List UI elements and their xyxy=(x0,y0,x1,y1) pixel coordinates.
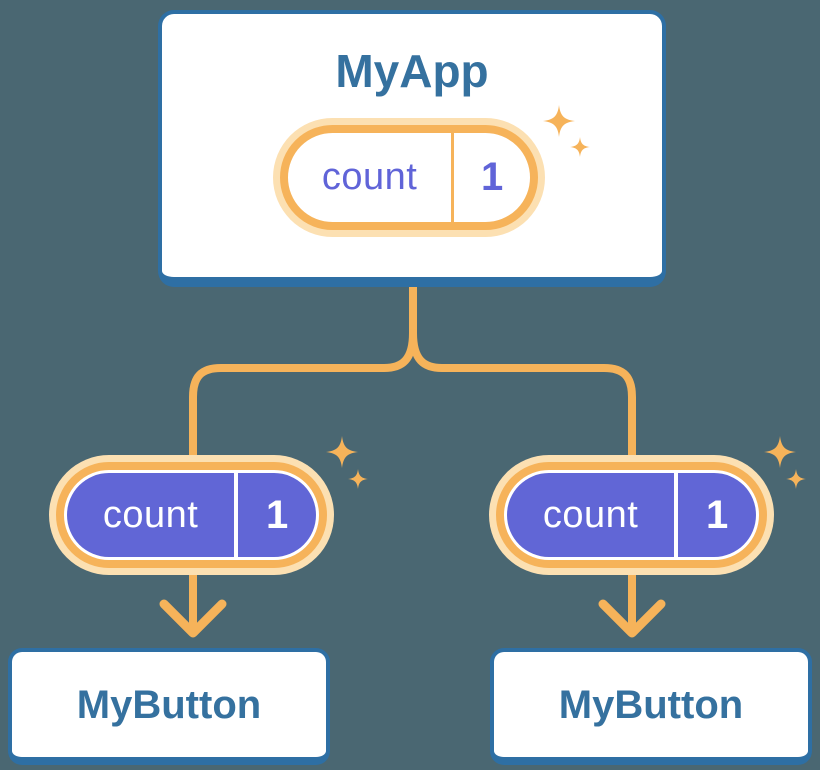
sparkle-icon xyxy=(764,436,796,468)
state-value-cell: 1 xyxy=(238,473,316,557)
left-child-component-card: MyButton xyxy=(8,648,330,765)
right-child-component-card: MyButton xyxy=(490,648,812,765)
state-name-label: count xyxy=(321,156,418,198)
pill-divider xyxy=(674,473,679,557)
sparkle-icon xyxy=(326,436,358,468)
root-component-title: MyApp xyxy=(335,45,489,97)
state-value-label: 1 xyxy=(265,492,289,537)
state-name-label: count xyxy=(102,493,199,536)
left-child-component-title: MyButton xyxy=(76,682,262,727)
state-name-cell: count xyxy=(288,133,451,222)
pill-capsule: count 1 xyxy=(67,473,316,557)
root-component-card: MyApp count 1 xyxy=(158,10,666,287)
state-value-cell: 1 xyxy=(454,133,530,222)
root-state-pill: count 1 xyxy=(280,125,538,230)
right-child-component-title: MyButton xyxy=(558,682,744,727)
right-arrowhead-icon xyxy=(598,599,666,638)
pill-divider xyxy=(451,133,455,222)
sparkle-icon xyxy=(786,469,806,489)
state-value-cell: 1 xyxy=(678,473,756,557)
state-name-cell: count xyxy=(67,473,234,557)
pill-capsule: count 1 xyxy=(507,473,756,557)
left-arrowhead-icon xyxy=(159,599,227,638)
sparkle-icon xyxy=(348,469,368,489)
right-child-state-pill: count 1 xyxy=(496,462,767,568)
state-value-label: 1 xyxy=(480,155,504,199)
state-name-label: count xyxy=(542,493,639,536)
left-child-state-pill: count 1 xyxy=(56,462,327,568)
state-value-label: 1 xyxy=(705,492,729,537)
state-name-cell: count xyxy=(507,473,674,557)
